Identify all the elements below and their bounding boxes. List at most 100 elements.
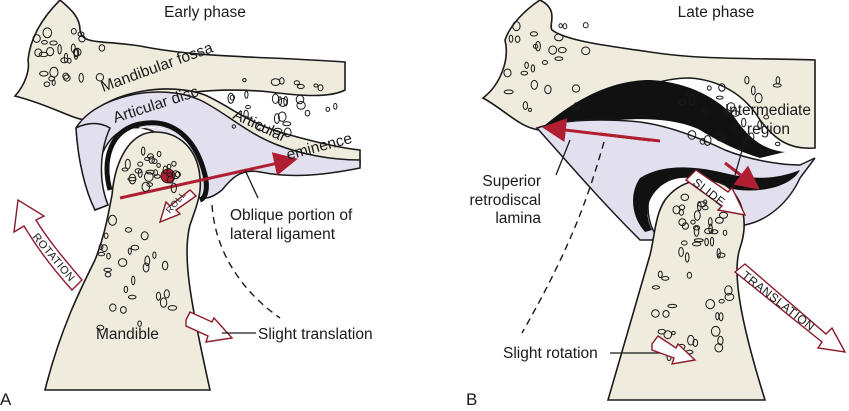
bone-pore bbox=[128, 173, 137, 185]
bone-pore bbox=[117, 258, 128, 267]
bone-pore bbox=[78, 35, 86, 43]
bone-pore bbox=[141, 146, 146, 156]
panel-a-title: Early phase bbox=[164, 4, 246, 21]
bone-pore bbox=[763, 114, 770, 120]
bone-pore bbox=[718, 298, 725, 304]
bone-pore bbox=[144, 255, 151, 267]
bone-pore bbox=[717, 252, 726, 258]
bone-pore bbox=[283, 127, 292, 138]
bone-pore bbox=[245, 104, 251, 110]
bone-pore bbox=[688, 95, 696, 106]
bone-pore bbox=[72, 47, 82, 57]
bone-pore bbox=[96, 324, 105, 331]
bone-pore bbox=[554, 56, 564, 62]
synovial-lining-a bbox=[104, 120, 209, 203]
bone-pore bbox=[719, 211, 728, 219]
bone-pore bbox=[43, 81, 51, 87]
bone-pore bbox=[229, 94, 236, 101]
bone-pore bbox=[741, 117, 747, 128]
bone-pore bbox=[715, 216, 724, 224]
bone-pore bbox=[685, 91, 695, 97]
bone-pore bbox=[544, 84, 552, 95]
bone-pore bbox=[690, 219, 696, 225]
bone-pore bbox=[548, 45, 558, 55]
bone-pore bbox=[706, 85, 712, 91]
label-superior-line2: retrodiscal bbox=[470, 192, 542, 209]
anterior-red-arrow-b bbox=[724, 161, 760, 190]
bone-pore bbox=[77, 31, 85, 38]
bone-pore bbox=[163, 289, 170, 299]
bone-pore bbox=[716, 95, 724, 100]
bone-pore bbox=[678, 209, 685, 216]
bone-pore bbox=[581, 46, 591, 56]
bone-pore bbox=[293, 80, 300, 86]
bone-pore bbox=[702, 205, 709, 211]
bone-pore bbox=[686, 271, 693, 279]
bone-pore bbox=[723, 112, 732, 118]
bone-pore bbox=[273, 127, 283, 135]
bone-pore bbox=[693, 225, 701, 231]
ligament-dashed-a bbox=[211, 204, 281, 319]
bone-pore bbox=[692, 241, 702, 247]
bone-pore bbox=[153, 174, 161, 179]
bone-pore bbox=[161, 260, 169, 271]
bone-pore bbox=[174, 171, 181, 178]
bone-pore bbox=[558, 23, 563, 29]
bone-pore bbox=[227, 92, 235, 104]
oblique-leader-a bbox=[244, 169, 259, 199]
bone-pore bbox=[662, 310, 670, 318]
bone-pore bbox=[692, 338, 699, 347]
bone-pore bbox=[124, 227, 133, 233]
bone-pore bbox=[137, 161, 144, 167]
bone-pore bbox=[156, 162, 161, 168]
bone-pore bbox=[710, 229, 719, 235]
retrodiscal-dashed-b bbox=[521, 141, 605, 334]
bone-pore bbox=[710, 325, 721, 337]
bone-pore bbox=[731, 110, 740, 117]
axis-line-a bbox=[119, 152, 298, 200]
bone-pore bbox=[271, 93, 280, 104]
bone-pore bbox=[651, 285, 661, 290]
bone-pore bbox=[582, 22, 589, 29]
bone-pore bbox=[512, 21, 521, 32]
bone-pore bbox=[317, 84, 324, 92]
bone-pore bbox=[702, 109, 707, 114]
bone-pore bbox=[313, 83, 319, 88]
bone-pore bbox=[62, 72, 70, 80]
panel-b-title: Late phase bbox=[678, 4, 755, 21]
bone-pore bbox=[661, 276, 670, 281]
bone-pore bbox=[171, 160, 177, 167]
label-oblique-line2: lateral ligament bbox=[230, 226, 336, 243]
bone-pore bbox=[693, 225, 700, 237]
bone-pore bbox=[754, 92, 763, 104]
bone-pore bbox=[34, 48, 43, 58]
bone-pore bbox=[231, 124, 237, 129]
label-mandible: Mandible bbox=[96, 326, 159, 343]
bone-pore bbox=[503, 68, 512, 78]
bone-pore bbox=[282, 121, 292, 127]
bone-pore bbox=[720, 137, 726, 143]
bone-pore bbox=[681, 240, 688, 246]
bone-pore bbox=[680, 193, 690, 202]
bone-pore bbox=[718, 83, 726, 92]
red-line-mid-b bbox=[599, 132, 661, 143]
bone-pore bbox=[130, 244, 140, 251]
bone-pore bbox=[530, 64, 536, 73]
bone-pore bbox=[256, 124, 264, 132]
label-superior-line3: lamina bbox=[495, 210, 541, 227]
bone-pore bbox=[717, 335, 724, 346]
bone-pore bbox=[70, 28, 77, 35]
bone-pore bbox=[718, 312, 724, 322]
label-slight-rotation: Slight rotation bbox=[503, 345, 598, 362]
trabecular-pattern-b bbox=[503, 21, 782, 362]
bone-pore bbox=[166, 163, 172, 170]
bone-pore bbox=[151, 158, 158, 164]
intermediate-leader bbox=[734, 139, 746, 176]
bone-pore bbox=[541, 60, 549, 65]
bone-pore bbox=[127, 247, 132, 255]
bone-pore bbox=[530, 79, 538, 90]
bone-pore bbox=[562, 23, 568, 30]
bone-pore bbox=[693, 238, 704, 243]
bone-pore bbox=[687, 130, 697, 140]
bone-pore bbox=[532, 43, 539, 49]
